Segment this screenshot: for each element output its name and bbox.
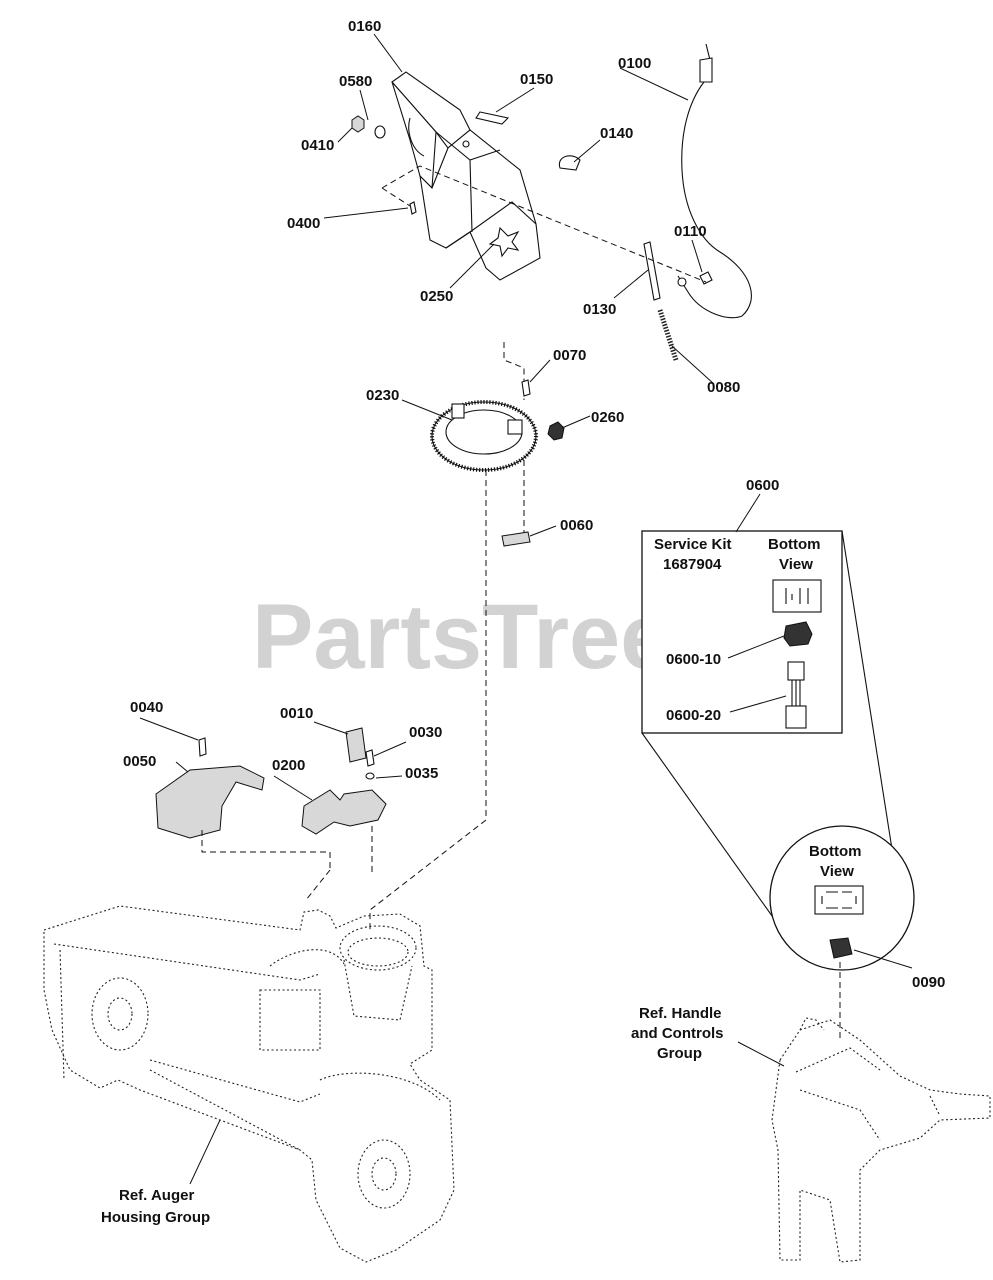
circle-bottom-view-rect <box>814 885 864 915</box>
nut-0260-shape <box>547 421 565 441</box>
ring-gear-drawing <box>430 400 538 472</box>
pinion-gear-shape <box>345 727 367 763</box>
screw-0070-shape <box>521 379 531 397</box>
switch-shape <box>783 621 813 647</box>
part-label-0260: 0260 <box>591 409 624 426</box>
rod-shape <box>643 241 661 301</box>
cable-shape <box>677 43 752 319</box>
part-label-0070: 0070 <box>553 347 586 364</box>
service-kit-number: 1687904 <box>663 556 722 573</box>
service-kit-title: Service Kit <box>654 536 732 553</box>
part-label-0060: 0060 <box>560 517 593 534</box>
part-label-0410: 0410 <box>301 137 334 154</box>
chute-deflector-drawing <box>391 71 541 281</box>
switch-0090-shape <box>829 937 853 959</box>
part-label-0250: 0250 <box>420 288 453 305</box>
kit-bottom-view-label-1: Bottom <box>768 536 821 553</box>
nut-shape <box>351 115 365 133</box>
part-label-0130: 0130 <box>583 301 616 318</box>
screw-0030-shape <box>365 749 375 767</box>
part-label-0580: 0580 <box>339 73 372 90</box>
watermark-text: PartsTree <box>252 586 671 688</box>
handle-controls-drawing <box>771 1017 991 1263</box>
part-label-0140: 0140 <box>600 125 633 142</box>
circle-bottom-view-label-1: Bottom <box>809 843 862 860</box>
part-label-0200: 0200 <box>272 757 305 774</box>
part-label-0010: 0010 <box>280 705 313 722</box>
harness-shape <box>785 661 807 729</box>
ref-handle-label-1: Ref. Handle <box>639 1005 722 1022</box>
motor-cover-shape <box>155 765 265 839</box>
ref-auger-label-1: Ref. Auger <box>119 1187 194 1204</box>
part-label-0080: 0080 <box>707 379 740 396</box>
part-label-0100: 0100 <box>618 55 651 72</box>
part-label-0040: 0040 <box>130 699 163 716</box>
part-label-0030: 0030 <box>409 724 442 741</box>
auger-housing-drawing <box>43 905 455 1263</box>
part-label-0600: 0600 <box>746 477 779 494</box>
plate-0060-shape <box>501 531 531 547</box>
ref-handle-label-3: Group <box>657 1045 702 1062</box>
washer-0035-shape <box>365 772 375 780</box>
part-label-0150: 0150 <box>520 71 553 88</box>
clip-shape <box>558 155 581 171</box>
part-label-0600-10: 0600-10 <box>666 651 721 668</box>
part-label-0400: 0400 <box>287 215 320 232</box>
cable-end-shape <box>699 57 713 83</box>
bottom-view-rect <box>772 579 822 613</box>
screw-0400-shape <box>409 201 417 215</box>
ref-auger-label-2: Housing Group <box>101 1209 210 1226</box>
screw-0040-shape <box>198 737 207 757</box>
ref-handle-label-2: and Controls <box>631 1025 724 1042</box>
washer-shape <box>374 125 386 139</box>
leader-lines <box>139 33 913 1185</box>
part-label-0090: 0090 <box>912 974 945 991</box>
part-label-0050: 0050 <box>123 753 156 770</box>
fitting-shape <box>699 271 713 285</box>
gasket-shape <box>475 111 510 125</box>
spring-shape <box>657 309 679 361</box>
part-label-0035: 0035 <box>405 765 438 782</box>
motor-shape <box>301 789 387 835</box>
circle-bottom-view-label-2: View <box>820 863 854 880</box>
part-label-0110: 0110 <box>674 223 707 240</box>
part-label-0160: 0160 <box>348 18 381 35</box>
part-label-0230: 0230 <box>366 387 399 404</box>
kit-bottom-view-label-2: View <box>779 556 813 573</box>
part-label-0600-20: 0600-20 <box>666 707 721 724</box>
